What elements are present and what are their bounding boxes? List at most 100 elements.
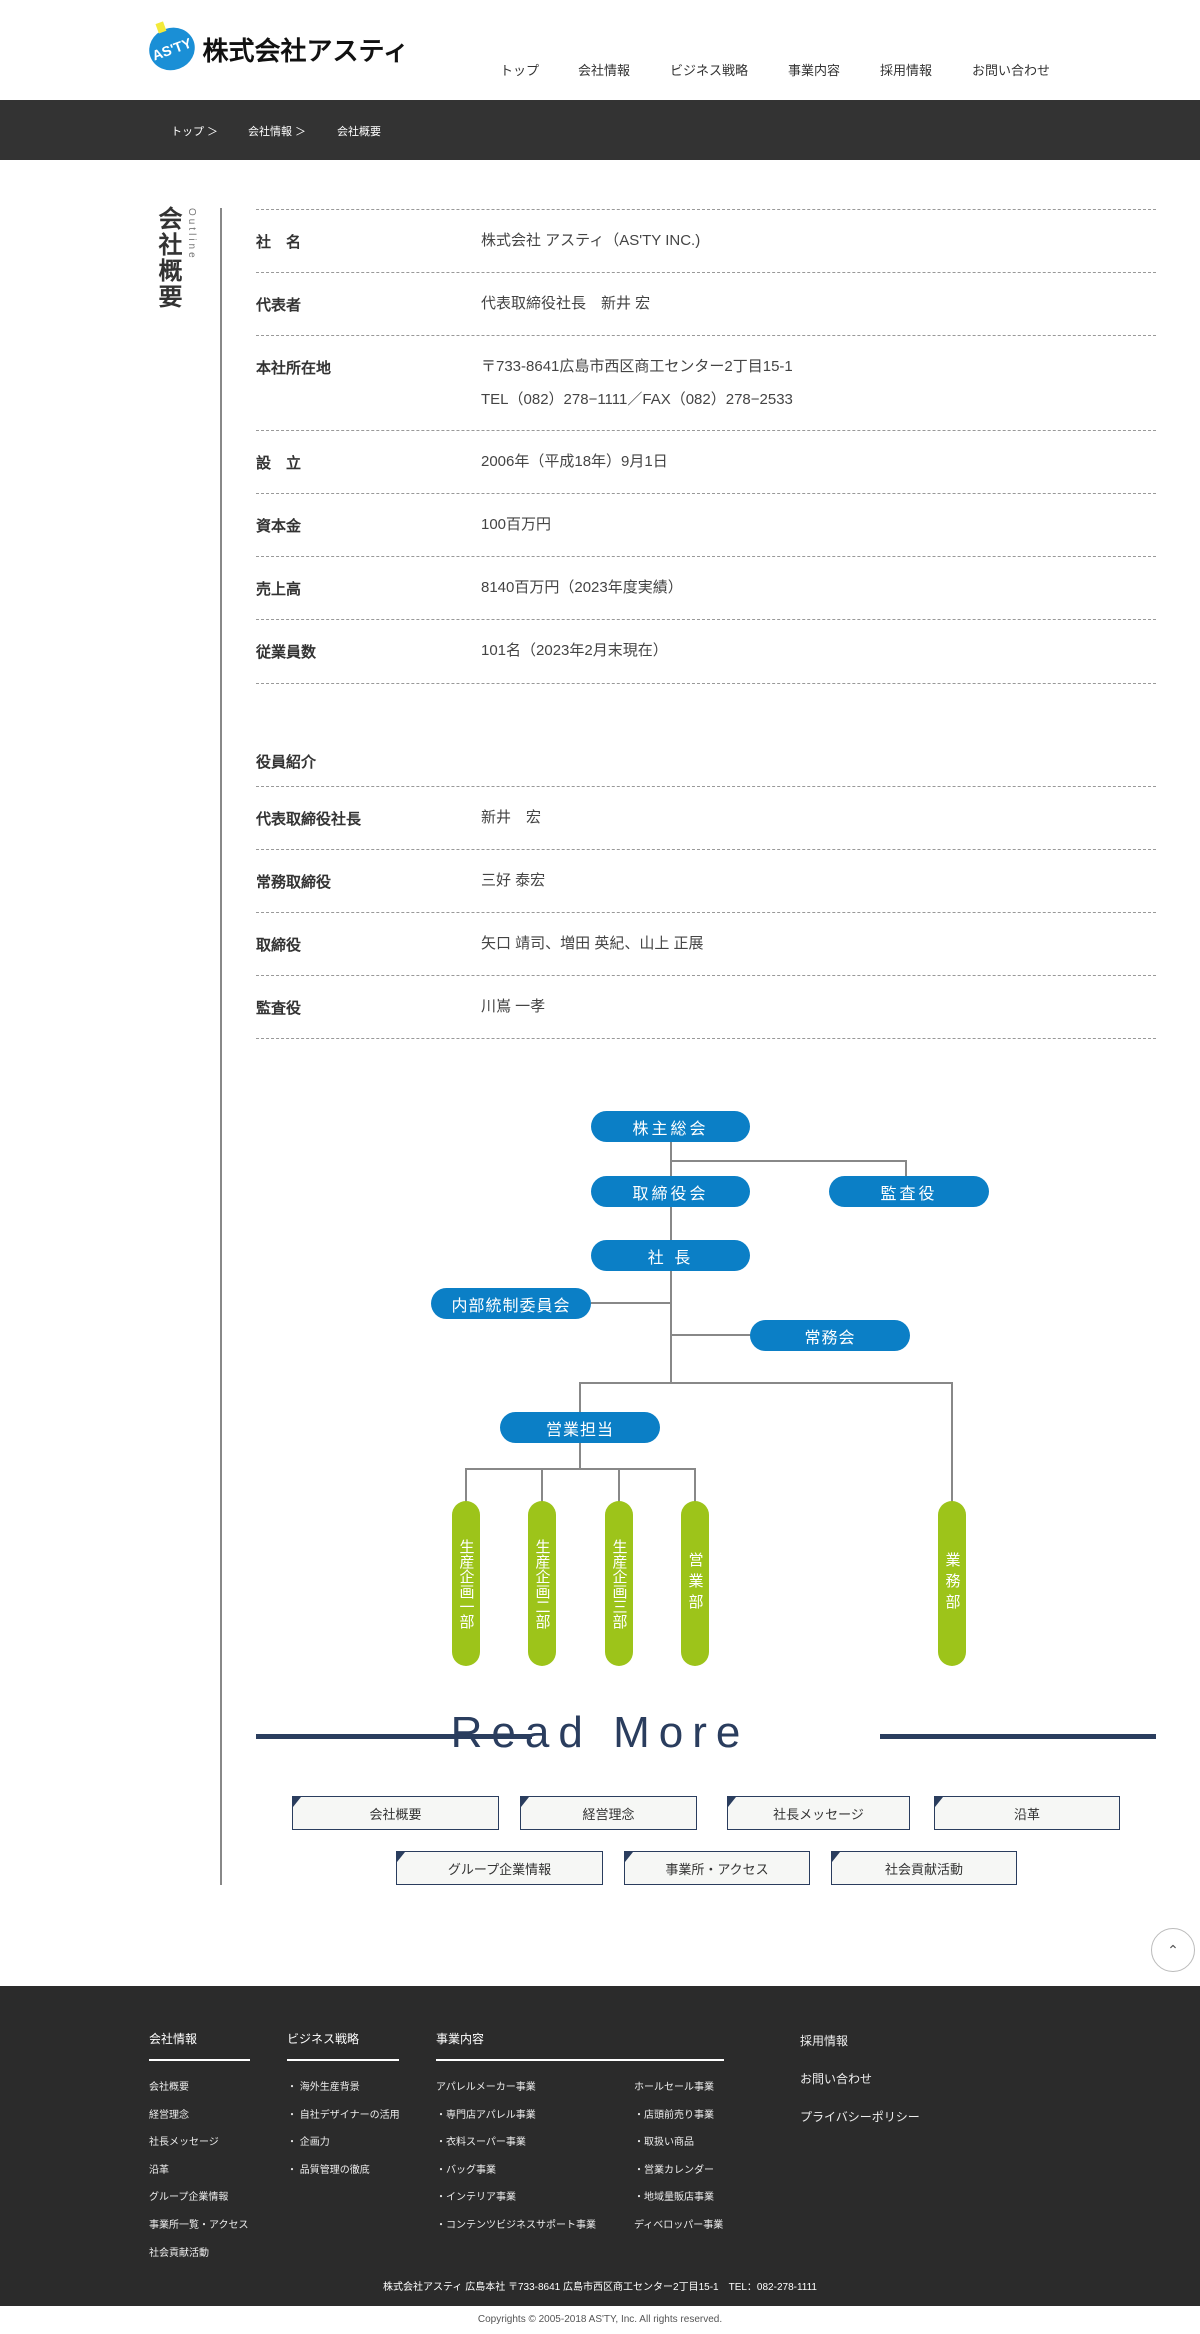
org-board: 取締役会 (591, 1176, 750, 1207)
table-row: 資本金 100百万円 (256, 494, 1156, 557)
footer-link[interactable]: ・ 自社デザイナーの活用 (287, 2109, 400, 2121)
row-value: 三好 泰宏 (481, 872, 546, 889)
nav-business[interactable]: 事業内容 (788, 63, 841, 78)
row-value: 新井 宏 (481, 809, 542, 826)
org-sales-lead: 営業担当 (500, 1412, 660, 1443)
connector (579, 1382, 953, 1384)
row-value: 100百万円 (481, 516, 552, 533)
table-top-border (256, 209, 1156, 210)
footer-link[interactable]: ・ 品質管理の徹底 (287, 2164, 370, 2176)
org-dept: 業務部 (938, 1501, 966, 1666)
officers-heading: 役員紹介 (256, 754, 317, 771)
connector (465, 1468, 467, 1502)
row-label: 監査役 (256, 1000, 302, 1017)
connector (905, 1160, 907, 1176)
section-divider (220, 208, 222, 1885)
row-label: 設 立 (256, 455, 302, 472)
footer-link[interactable]: プライバシーポリシー (800, 2110, 920, 2124)
footer-link[interactable]: ・取扱い商品 (634, 2137, 694, 2149)
footer-link[interactable]: グループ企業情報 (149, 2192, 229, 2204)
row-label: 本社所在地 (256, 360, 332, 377)
footer-heading[interactable]: 事業内容 (436, 2030, 724, 2061)
table-row: 代表者代表取締役社長 新井 宏 (256, 273, 1156, 336)
nav-contact[interactable]: お問い合わせ (972, 63, 1051, 78)
breadcrumb-company[interactable]: 会社情報 ＞ (248, 126, 307, 138)
table-row: 社 名 株式会社 アスティ（AS'TY INC.) (256, 210, 1156, 273)
footer-link[interactable]: ・インテリア事業 (436, 2192, 516, 2204)
footer-link[interactable]: ・専門店アパレル事業 (436, 2109, 536, 2121)
footer-link[interactable]: ディベロッパー事業 (634, 2220, 724, 2231)
read-more-message[interactable]: 社長メッセージ (727, 1796, 910, 1830)
table-row: 取締役 矢口 靖司、増田 英紀、山上 正展 (256, 913, 1156, 976)
footer-link[interactable]: ・ 海外生産背景 (287, 2082, 360, 2093)
footer-link[interactable]: ・衣料スーパー事業 (436, 2137, 526, 2149)
scroll-to-top-button[interactable]: ⌃ (1151, 1928, 1195, 1972)
site-footer: 会社情報 ビジネス戦略 事業内容 採用情報 お問い合わせ プライバシーポリシー … (0, 1986, 1200, 2306)
nav-company[interactable]: 会社情報 (578, 63, 631, 78)
connector (671, 1334, 751, 1336)
row-value-contact: TEL（082）278−1111／FAX（082）278−2533 (481, 391, 793, 408)
connector (579, 1382, 581, 1412)
row-label: 代表者 (256, 297, 302, 314)
row-value: 矢口 靖司、増田 英紀、山上 正展 (481, 935, 704, 952)
nav-business-strategy[interactable]: ビジネス戦略 (670, 63, 749, 78)
logo-mark: AS'TY (143, 21, 201, 77)
row-label: 資本金 (256, 518, 302, 535)
row-label: 取締役 (256, 937, 302, 954)
org-dept: 生産企画一部 (452, 1501, 480, 1666)
footer-link[interactable]: お問い合わせ (800, 2072, 873, 2086)
footer-link[interactable]: 会社概要 (149, 2082, 189, 2093)
connector (671, 1160, 907, 1162)
footer-link[interactable]: ・営業カレンダー (634, 2164, 714, 2176)
row-label: 社 名 (256, 234, 302, 251)
footer-link[interactable]: ・地域量販店事業 (634, 2192, 714, 2204)
breadcrumb-top[interactable]: トップ ＞ (171, 126, 219, 138)
org-internal-control: 内部統制委員会 (431, 1288, 591, 1319)
read-more-philosophy[interactable]: 経営理念 (520, 1796, 697, 1830)
footer-link[interactable]: 社長メッセージ (149, 2137, 219, 2149)
copyright: Copyrights © 2005-2018 AS'TY, Inc. All r… (477, 2314, 723, 2325)
footer-heading[interactable]: ビジネス戦略 (287, 2030, 399, 2061)
site-header: AS'TY 株式会社アスティ トップ 会社情報 ビジネス戦略 事業内容 採用情報… (0, 0, 1200, 100)
org-executive: 常務会 (750, 1320, 910, 1351)
footer-link[interactable]: ホールセール事業 (634, 2082, 714, 2093)
footer-link[interactable]: 経営理念 (149, 2109, 189, 2121)
company-logo[interactable]: AS'TY 株式会社アスティ (143, 21, 409, 77)
connector (465, 1468, 696, 1470)
read-more-group[interactable]: グループ企業情報 (396, 1851, 603, 1885)
org-dept: 営業部 (681, 1501, 709, 1666)
footer-link[interactable]: 社会貢献活動 (149, 2247, 209, 2259)
logo-text: 株式会社アスティ (202, 35, 409, 66)
footer-heading[interactable]: 会社情報 (149, 2030, 250, 2061)
connector (579, 1443, 581, 1469)
table-row: 代表取締役社長新井 宏 (256, 787, 1156, 850)
read-more-access[interactable]: 事業所・アクセス (624, 1851, 810, 1885)
nav-top[interactable]: トップ (500, 63, 540, 78)
footer-link[interactable]: ・バッグ事業 (436, 2164, 496, 2176)
breadcrumb-current: 会社概要 (337, 126, 381, 138)
read-more-history[interactable]: 沿革 (934, 1796, 1120, 1830)
page-subtitle: Outline (186, 208, 197, 261)
footer-link[interactable]: 事業所一覧・アクセス (149, 2220, 249, 2231)
read-more-csr[interactable]: 社会貢献活動 (831, 1851, 1017, 1885)
footer-link[interactable]: アパレルメーカー事業 (436, 2082, 536, 2093)
page-title: 会社概要 (154, 206, 181, 310)
footer-link[interactable]: 沿革 (149, 2164, 169, 2176)
footer-link[interactable]: ・店頭前売り事業 (634, 2109, 714, 2121)
connector (541, 1468, 543, 1502)
connector (694, 1468, 696, 1502)
footer-link[interactable]: 採用情報 (800, 2034, 849, 2048)
read-more-line-right (880, 1734, 1156, 1739)
org-dept: 生産企画二部 (528, 1501, 556, 1666)
row-label: 従業員数 (256, 644, 317, 661)
row-value: 株式会社 アスティ（AS'TY INC.) (481, 232, 701, 249)
connector (591, 1302, 671, 1304)
footer-link[interactable]: ・ 企画力 (287, 2137, 330, 2149)
nav-recruit[interactable]: 採用情報 (880, 63, 933, 78)
footer-link[interactable]: ・コンテンツビジネスサポート事業 (436, 2220, 596, 2231)
read-more-outline[interactable]: 会社概要 (292, 1796, 499, 1830)
